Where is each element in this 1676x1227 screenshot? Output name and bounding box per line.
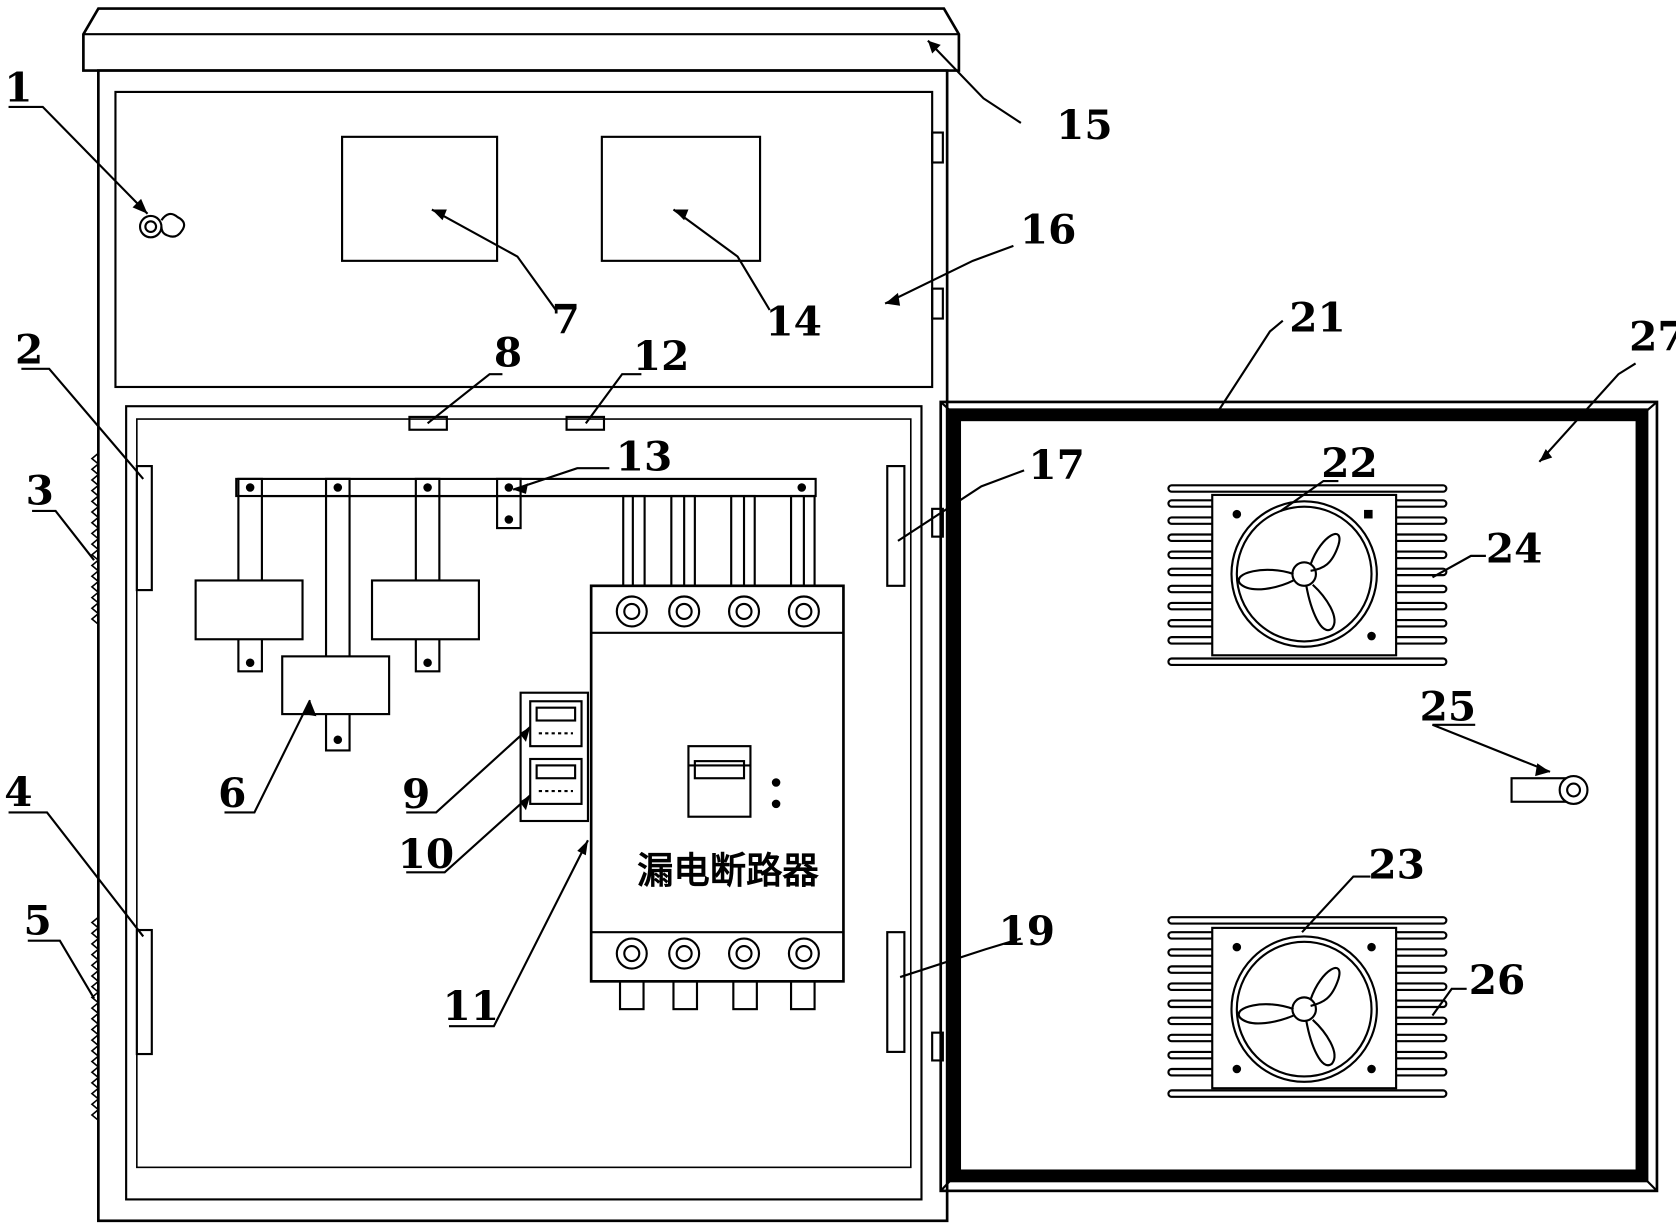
- label-26: 26: [1469, 956, 1526, 1004]
- label-19: 19: [998, 907, 1055, 955]
- label-11: 11: [443, 982, 500, 1030]
- cabinet-roof: [83, 9, 959, 71]
- breaker-text: 漏电断路器: [637, 849, 819, 892]
- label-17: 17: [1028, 441, 1085, 489]
- fan-22: [1168, 485, 1446, 665]
- label-23: 23: [1368, 841, 1425, 889]
- label-9: 9: [402, 770, 430, 818]
- label-15: 15: [1056, 101, 1113, 149]
- fan-23: [1168, 917, 1446, 1097]
- label-25: 25: [1420, 683, 1477, 731]
- label-5: 5: [24, 896, 52, 944]
- label-22: 22: [1321, 439, 1378, 487]
- label-14: 14: [765, 298, 822, 346]
- label-24: 24: [1486, 524, 1543, 572]
- label-8: 8: [494, 329, 522, 377]
- label-21: 21: [1289, 293, 1346, 341]
- label-4: 4: [4, 768, 32, 816]
- cabinet-body: [98, 71, 947, 1221]
- label-7: 7: [552, 296, 580, 344]
- label-1: 1: [4, 64, 32, 112]
- label-16: 16: [1020, 206, 1077, 254]
- label-13: 13: [616, 432, 673, 480]
- label-12: 12: [633, 332, 690, 380]
- door-latch-25: [1512, 776, 1588, 804]
- label-2: 2: [15, 325, 43, 373]
- label-6: 6: [218, 769, 246, 817]
- label-3: 3: [26, 467, 54, 515]
- label-10: 10: [398, 830, 455, 878]
- label-27: 27: [1629, 313, 1676, 361]
